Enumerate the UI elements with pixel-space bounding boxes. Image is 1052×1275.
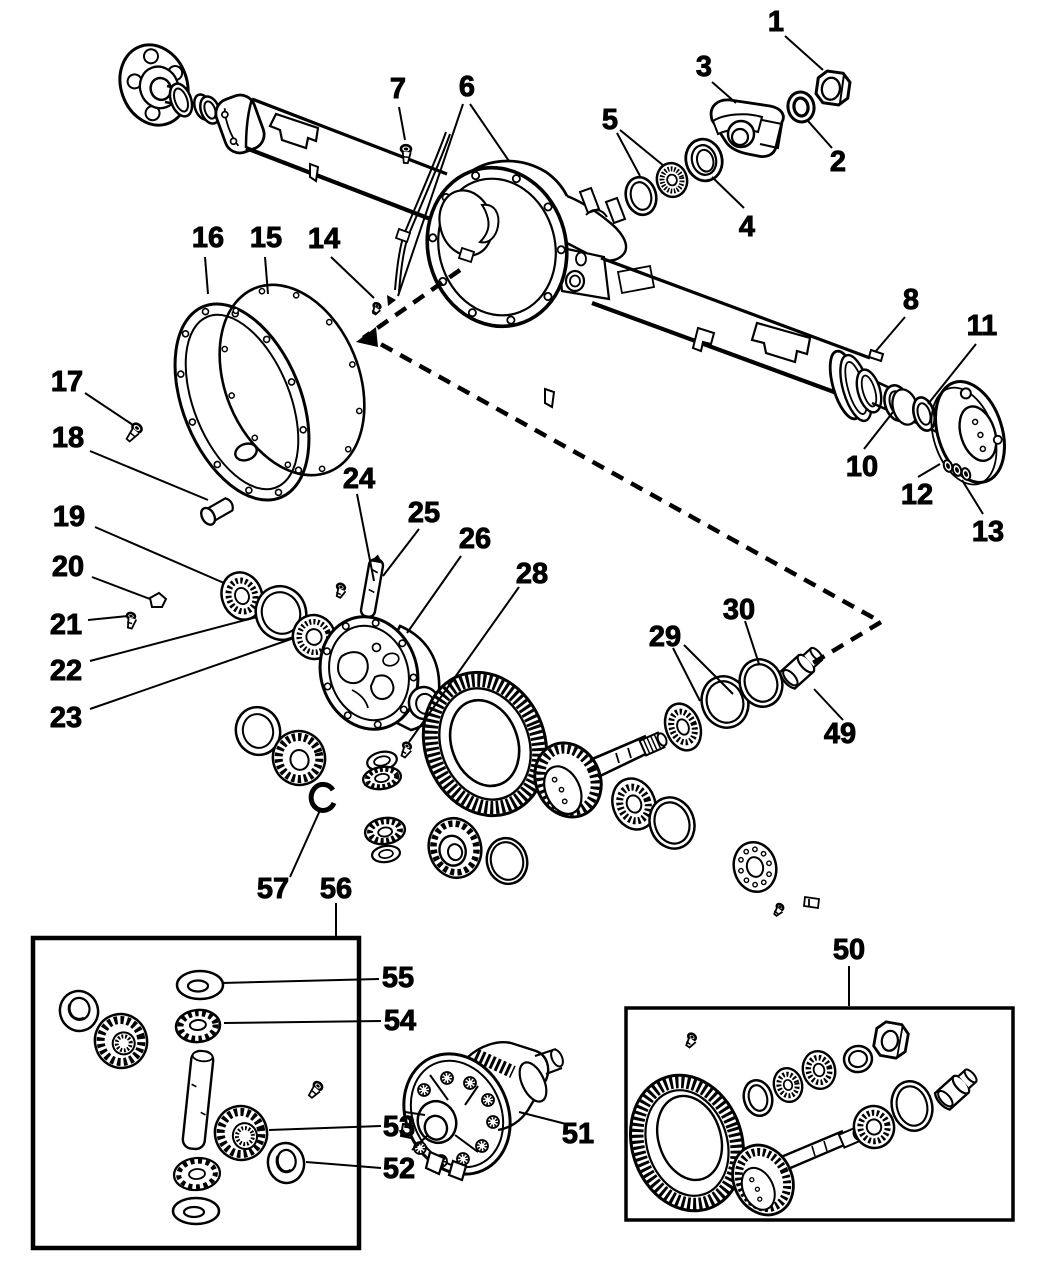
svg-text:51: 51 [562, 1118, 594, 1150]
svg-text:3: 3 [696, 51, 712, 83]
svg-text:21: 21 [50, 609, 82, 641]
svg-text:2: 2 [830, 146, 846, 178]
svg-text:16: 16 [192, 222, 224, 254]
svg-text:55: 55 [382, 962, 414, 994]
svg-text:18: 18 [52, 422, 84, 454]
svg-text:19: 19 [53, 501, 85, 533]
svg-text:54: 54 [384, 1005, 416, 1037]
svg-text:52: 52 [383, 1153, 415, 1185]
svg-text:13: 13 [972, 516, 1004, 548]
svg-text:6: 6 [459, 71, 475, 103]
svg-text:49: 49 [824, 718, 856, 750]
svg-text:56: 56 [320, 873, 352, 905]
svg-text:11: 11 [967, 310, 998, 342]
svg-text:53: 53 [383, 1111, 415, 1143]
svg-text:24: 24 [343, 463, 375, 495]
svg-text:14: 14 [308, 223, 340, 255]
svg-text:4: 4 [739, 211, 755, 243]
svg-text:7: 7 [390, 73, 406, 105]
svg-text:30: 30 [723, 594, 755, 626]
svg-text:17: 17 [51, 366, 83, 398]
svg-text:29: 29 [649, 621, 681, 653]
svg-text:50: 50 [833, 934, 865, 966]
svg-text:1: 1 [768, 6, 784, 38]
svg-text:23: 23 [50, 702, 82, 734]
svg-text:22: 22 [50, 655, 82, 687]
svg-text:12: 12 [901, 479, 933, 511]
svg-text:25: 25 [408, 497, 440, 529]
svg-text:26: 26 [459, 523, 491, 555]
svg-text:5: 5 [602, 104, 618, 136]
svg-text:8: 8 [903, 284, 919, 316]
svg-text:15: 15 [250, 222, 282, 254]
svg-text:57: 57 [257, 873, 289, 905]
svg-text:20: 20 [52, 551, 84, 583]
svg-text:28: 28 [516, 558, 548, 590]
svg-text:10: 10 [846, 451, 878, 483]
